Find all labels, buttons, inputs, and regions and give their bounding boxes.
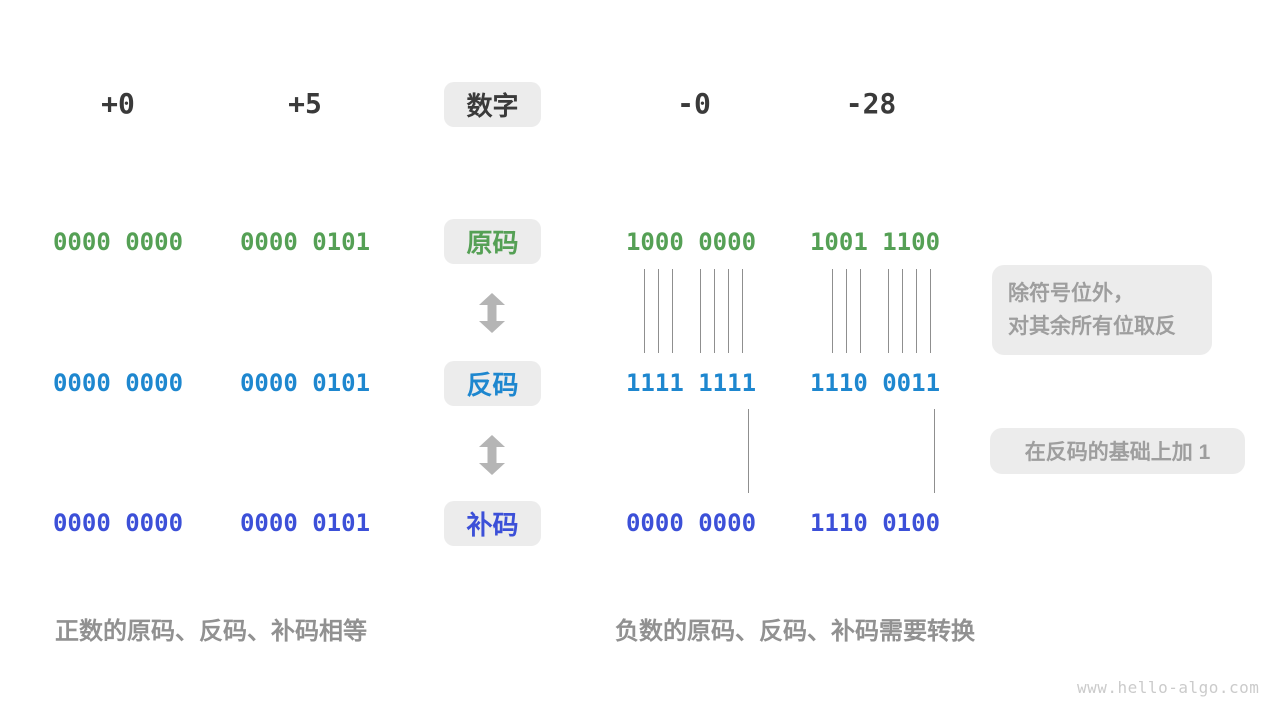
ones-complement-label: 反码 — [466, 370, 519, 400]
sign-magnitude-label: 原码 — [466, 228, 519, 258]
updown-arrow-icon — [479, 293, 505, 333]
sign-magnitude-value-plus5: 0000 0101 — [239, 228, 371, 256]
sign-magnitude-value-plus0: 0000 0000 — [52, 228, 184, 256]
twos-complement-value-minus28: 1110 0100 — [809, 509, 941, 537]
ones-complement-value-minus28: 1110 0011 — [809, 369, 941, 397]
header-number-minus0: -0 — [677, 87, 711, 120]
twos-complement-label: 补码 — [466, 510, 519, 540]
updown-arrow-icon — [479, 435, 505, 475]
twos-complement-value-minus0: 0000 0000 — [625, 509, 757, 537]
header-number-plus5: +5 — [288, 87, 322, 120]
invert-note-line1: 除符号位外， — [1008, 282, 1134, 305]
header-number-minus28: -28 — [845, 87, 897, 120]
sign-magnitude-pill: 原码 — [444, 219, 541, 264]
invert-note-line2: 对其余所有位取反 — [1008, 315, 1176, 338]
sign-magnitude-value-minus28: 1001 1100 — [809, 228, 941, 256]
ones-complement-value-plus0: 0000 0000 — [52, 369, 184, 397]
watermark: www.hello-algo.com — [1077, 678, 1260, 697]
carry-line-minus28 — [934, 409, 935, 493]
number-label-text: 数字 — [466, 91, 519, 121]
number-label-pill: 数字 — [444, 82, 541, 127]
sign-magnitude-value-minus0: 1000 0000 — [625, 228, 757, 256]
invert-note: 除符号位外， 对其余所有位取反 — [992, 265, 1212, 355]
ones-complement-pill: 反码 — [444, 361, 541, 406]
twos-complement-pill: 补码 — [444, 501, 541, 546]
caption-negative: 负数的原码、反码、补码需要转换 — [615, 618, 975, 645]
caption-positive: 正数的原码、反码、补码相等 — [55, 618, 367, 645]
add-one-note-text: 在反码的基础上加 1 — [1024, 441, 1211, 464]
twos-complement-value-plus0: 0000 0000 — [52, 509, 184, 537]
invert-tick-lines-minus28 — [832, 269, 931, 353]
ones-complement-value-minus0: 1111 1111 — [625, 369, 757, 397]
invert-tick-lines-minus0 — [644, 269, 743, 353]
ones-complement-value-plus5: 0000 0101 — [239, 369, 371, 397]
header-number-plus0: +0 — [101, 87, 135, 120]
twos-complement-value-plus5: 0000 0101 — [239, 509, 371, 537]
carry-line-minus0 — [748, 409, 749, 493]
add-one-note: 在反码的基础上加 1 — [990, 428, 1245, 474]
